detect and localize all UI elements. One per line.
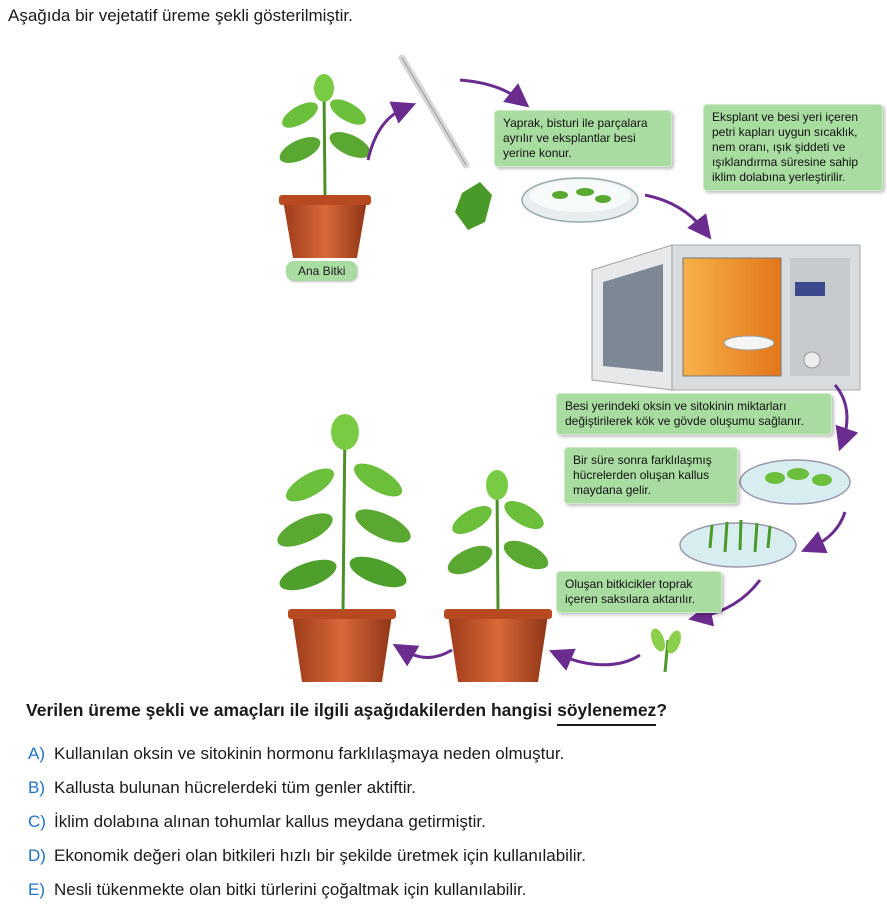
- leaf-piece-icon: [455, 182, 492, 230]
- option-e[interactable]: E) Nesli tükenmekte olan bitki türlerini …: [28, 878, 586, 912]
- option-text: Kallusta bulunan hücrelerdeki tüm genler…: [54, 778, 416, 797]
- scalpel-icon: [398, 54, 470, 169]
- grown-plant: [277, 414, 411, 682]
- question-emphasis: söylenemez: [557, 700, 657, 720]
- option-letter: C): [28, 812, 46, 831]
- option-letter: B): [28, 778, 45, 797]
- step-box-1: Yaprak, bisturi ile parçalara ayrılır ve…: [494, 110, 672, 167]
- option-letter: E): [28, 880, 45, 899]
- diagram-illustration: [277, 54, 861, 682]
- step-box-5: Oluşan bitkicikler toprak içeren saksıla…: [556, 571, 722, 613]
- option-letter: D): [28, 846, 46, 865]
- plantlet-icon: [651, 628, 681, 673]
- step-box-4: Bir süre sonra farklılaşmış hücrelerden …: [564, 447, 738, 504]
- step-box-3: Besi yerindeki oksin ve sitokinin miktar…: [556, 393, 832, 435]
- process-arrows: [366, 78, 859, 671]
- climate-cabinet: [591, 244, 861, 391]
- option-letter: A): [28, 744, 45, 763]
- option-c[interactable]: C) İklim dolabına alınan tohumlar kallus …: [28, 810, 586, 844]
- question-text: Verilen üreme şekli ve amaçları ile ilgi…: [26, 700, 667, 721]
- young-plant: [444, 470, 552, 682]
- tissue-culture-diagram: Ana Bitki Yaprak, bisturi ile parçalara …: [277, 54, 883, 682]
- intro-text: Aşağıda bir vejetatif üreme şekli göster…: [8, 6, 353, 25]
- petri-dish-explants: [521, 177, 639, 223]
- question-prefix: Verilen üreme şekli ve amaçları ile ilgi…: [26, 700, 558, 720]
- option-text: Nesli tükenmekte olan bitki türlerini ço…: [54, 880, 527, 899]
- option-text: İklim dolabına alınan tohumlar kallus me…: [54, 812, 486, 831]
- option-d[interactable]: D) Ekonomik değeri olan bitkileri hızlı b…: [28, 844, 586, 878]
- option-a[interactable]: A) Kullanılan oksin ve sitokinin hormonu …: [28, 742, 586, 776]
- step-box-2: Eksplant ve besi yeri içeren petri kapla…: [703, 104, 883, 191]
- parent-plant-label: Ana Bitki: [286, 261, 358, 281]
- option-text: Ekonomik değeri olan bitkileri hızlı bir…: [54, 846, 586, 865]
- answer-options: A) Kullanılan oksin ve sitokinin hormonu …: [28, 742, 586, 912]
- option-b[interactable]: B) Kallusta bulunan hücrelerdeki tüm genl…: [28, 776, 586, 810]
- option-text: Kullanılan oksin ve sitokinin hormonu fa…: [54, 744, 565, 763]
- question-suffix: ?: [656, 700, 668, 720]
- parent-plant: [279, 74, 371, 258]
- petri-dish-plantlets: [679, 519, 797, 568]
- petri-dish-callus: [739, 459, 851, 505]
